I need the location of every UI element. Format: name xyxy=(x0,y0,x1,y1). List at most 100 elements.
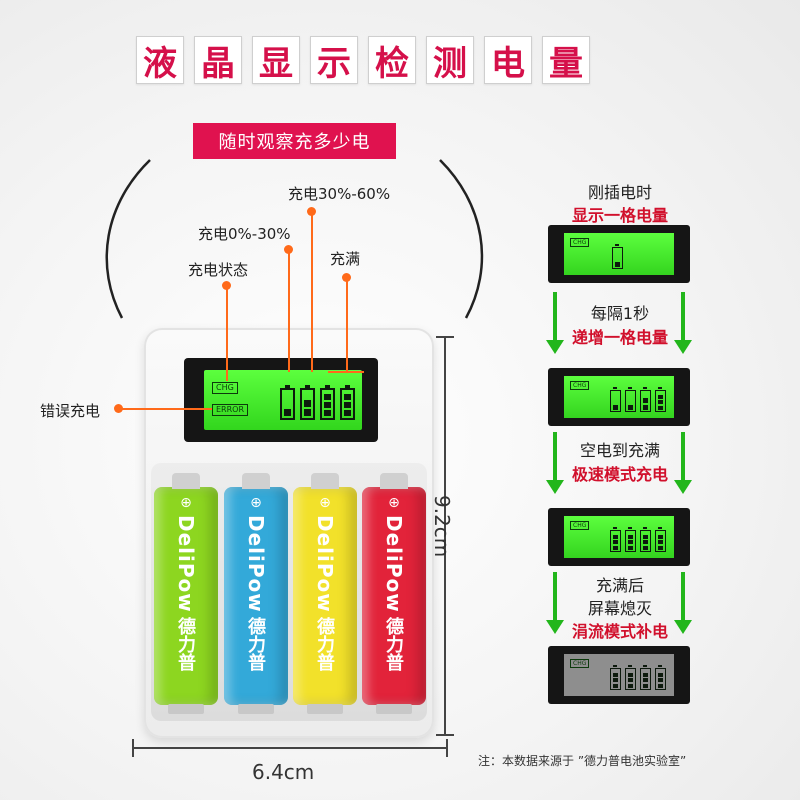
battery-cap xyxy=(380,473,408,489)
plus-icon: ⊕ xyxy=(250,495,262,511)
dimension-line-width xyxy=(132,747,448,749)
arrow-down-icon xyxy=(546,480,564,494)
callout-line xyxy=(328,371,364,373)
arrow-line xyxy=(553,432,557,482)
arrow-line xyxy=(553,292,557,342)
step-4-screen: CHG xyxy=(548,646,690,704)
slot-foot xyxy=(238,704,274,714)
slot-foot xyxy=(168,704,204,714)
dimension-height: 9.2cm xyxy=(430,495,454,558)
title-char: 检 xyxy=(368,36,416,84)
arrow-line xyxy=(681,292,685,342)
footnote: 注：本数据来源于 ”德力普电池实验室” xyxy=(478,754,687,768)
dimension-line-height xyxy=(444,336,446,736)
dimension-tick xyxy=(436,734,454,736)
battery-level-icon xyxy=(610,527,621,552)
step-2-line2: 递增一格电量 xyxy=(571,328,668,347)
callout-dot xyxy=(342,273,351,282)
battery-level-icon xyxy=(640,665,651,690)
battery-green: ⊕ DeliPow 德力普 xyxy=(154,473,218,705)
battery-brand-cn: 德力普 xyxy=(245,617,266,671)
callout-error-charge: 错误充电 xyxy=(40,402,101,420)
step-1-line2: 显示一格电量 xyxy=(571,206,668,225)
battery-brand: DeliPow xyxy=(382,515,406,613)
battery-cap xyxy=(242,473,270,489)
chg-tag: CHG xyxy=(570,238,590,247)
battery-brand-cn: 德力普 xyxy=(314,617,335,671)
battery-level-icon xyxy=(612,244,623,269)
plus-icon: ⊕ xyxy=(180,495,192,511)
title-char: 测 xyxy=(426,36,474,84)
battery-brand: DeliPow xyxy=(174,515,198,613)
chg-tag: CHG xyxy=(570,659,590,668)
battery-level-icon xyxy=(640,527,651,552)
title-char: 晶 xyxy=(194,36,242,84)
battery-yellow: ⊕ DeliPow 德力普 xyxy=(293,473,357,705)
battery-level-icon xyxy=(280,385,295,420)
step-4-line1b: 屏幕熄灭 xyxy=(587,599,652,618)
error-tag: ERROR xyxy=(212,404,249,416)
callout-full: 充满 xyxy=(330,250,361,268)
arrow-down-icon xyxy=(674,480,692,494)
battery-level-icon xyxy=(655,387,666,412)
battery-level-icon xyxy=(640,387,651,412)
chg-tag: CHG xyxy=(570,381,590,390)
step-4-line1: 充满后 xyxy=(595,576,644,595)
battery-level-icon xyxy=(340,385,355,420)
battery-cap xyxy=(311,473,339,489)
arrow-line xyxy=(681,572,685,622)
lcd-display: CHG ERROR xyxy=(204,370,362,430)
title-char: 量 xyxy=(542,36,590,84)
step-2-screen: CHG xyxy=(548,368,690,426)
arrow-line xyxy=(553,572,557,622)
callout-line xyxy=(118,408,212,410)
step-1-screen: CHG xyxy=(548,225,690,283)
page-title: 液 晶 显 示 检 测 电 量 xyxy=(136,36,590,84)
chg-tag: CHG xyxy=(212,382,238,394)
callout-charge-0-30: 充电0%-30% xyxy=(198,225,291,243)
battery-brand: DeliPow xyxy=(244,515,268,613)
callout-line xyxy=(311,210,313,372)
battery-level-icon xyxy=(655,665,666,690)
dimension-width: 6.4cm xyxy=(252,760,315,784)
arrow-down-icon xyxy=(674,340,692,354)
callout-line xyxy=(288,248,290,372)
callout-dot xyxy=(284,245,293,254)
battery-brand-cn: 德力普 xyxy=(383,617,404,671)
callout-line xyxy=(346,276,348,372)
battery-level-icon xyxy=(320,385,335,420)
callout-charge-30-60: 充电30%-60% xyxy=(288,185,391,203)
battery-level-icon xyxy=(610,387,621,412)
battery-level-icon xyxy=(300,385,315,420)
callout-dot xyxy=(114,404,123,413)
plus-icon: ⊕ xyxy=(319,495,331,511)
arrow-down-icon xyxy=(674,620,692,634)
battery-level-icon xyxy=(625,665,636,690)
callout-dot xyxy=(307,207,316,216)
callout-dot xyxy=(222,281,231,290)
battery-brand-cn: 德力普 xyxy=(175,617,196,671)
battery-blue: ⊕ DeliPow 德力普 xyxy=(224,473,288,705)
step-1-line1: 刚插电时 xyxy=(587,183,652,202)
step-3-line2: 极速模式充电 xyxy=(571,465,668,484)
battery-level-icon xyxy=(655,527,666,552)
dimension-tick xyxy=(446,739,448,757)
title-char: 显 xyxy=(252,36,300,84)
step-3-line1: 空电到充满 xyxy=(579,441,660,460)
battery-level-icon xyxy=(625,527,636,552)
callout-charge-state: 充电状态 xyxy=(188,261,249,279)
slot-foot xyxy=(376,704,412,714)
step-4-line2: 涓流模式补电 xyxy=(571,622,668,641)
subtitle-badge: 随时观察充多少电 xyxy=(193,123,396,159)
callout-line xyxy=(226,284,228,381)
dimension-tick xyxy=(436,336,454,338)
chg-tag: CHG xyxy=(570,521,590,530)
plus-icon: ⊕ xyxy=(388,495,400,511)
title-char: 液 xyxy=(136,36,184,84)
arrow-down-icon xyxy=(546,340,564,354)
step-2-line1: 每隔1秒 xyxy=(590,304,650,323)
step-3-screen: CHG xyxy=(548,508,690,566)
battery-brand: DeliPow xyxy=(313,515,337,613)
title-char: 示 xyxy=(310,36,358,84)
